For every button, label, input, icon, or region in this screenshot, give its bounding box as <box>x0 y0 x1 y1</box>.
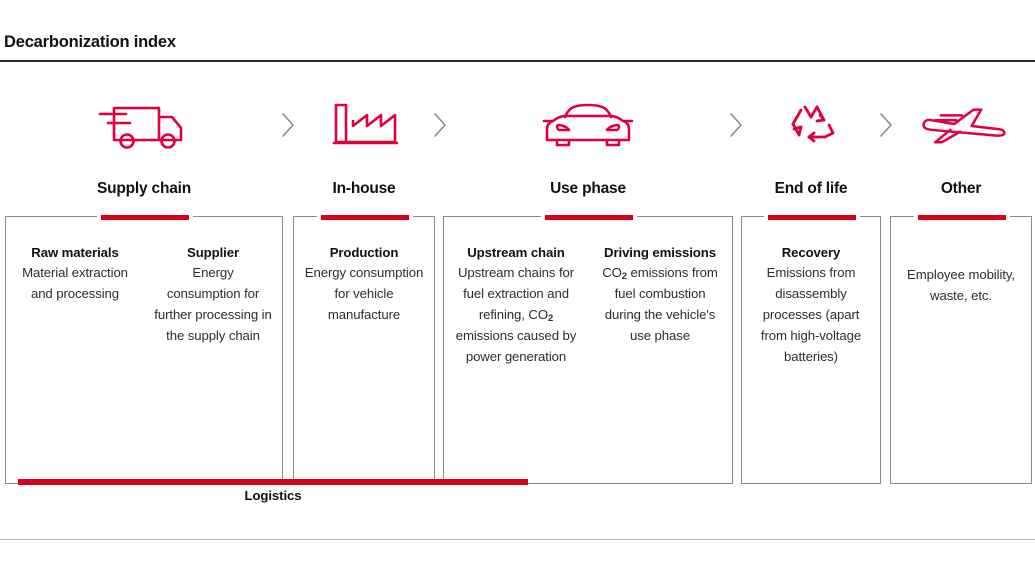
column-body: Employee mobility, waste, etc. <box>907 267 1015 303</box>
column-body: Upstream chains for fuel extraction and … <box>455 265 577 364</box>
column-title: Raw materials <box>31 245 119 260</box>
accent-bar-other <box>918 215 1006 220</box>
stage-icon-row <box>0 96 1035 156</box>
stage-column-upstream-chain: Upstream chain Upstream chains for fuel … <box>444 217 588 483</box>
stage-heading-in-house: In-house <box>332 180 396 197</box>
chevron-right-icon <box>726 110 748 140</box>
logistics-bar <box>18 479 528 485</box>
recycle-icon <box>761 96 861 154</box>
page-title: Decarbonization index <box>4 33 176 51</box>
column-title: Recovery <box>781 245 841 260</box>
chevron-right-icon <box>430 110 452 140</box>
stage-heading-end-of-life: End of life <box>774 180 848 197</box>
stage-heading-supply-chain: Supply chain <box>96 180 192 197</box>
accent-bar-in-house <box>321 215 409 220</box>
accent-bar-use-phase <box>545 215 633 220</box>
stage-column-recovery: Recovery Emissions from disassembly proc… <box>742 217 880 483</box>
column-body: Energy consumption for further processin… <box>154 265 272 344</box>
stage-column-production: Production Energy consumption for vehicl… <box>294 217 434 483</box>
header-divider <box>0 60 1035 62</box>
stage-heading-other: Other <box>940 180 982 197</box>
stage-heading-use-phase: Use phase <box>550 180 626 197</box>
accent-bar-end-of-life <box>768 215 856 220</box>
stage-column-supplier: Supplier Energy consumption for further … <box>144 217 282 483</box>
truck-icon <box>92 96 192 154</box>
page-header: Decarbonization index <box>0 0 1035 62</box>
logistics-label: Logistics <box>244 488 302 503</box>
stage-column-other: Employee mobility, waste, etc. <box>891 217 1031 483</box>
column-body: Material extraction and processing <box>22 265 128 302</box>
column-body: Emissions from disassembly processes (ap… <box>760 265 862 364</box>
column-body: CO2 emissions from fuel combustion durin… <box>602 265 718 344</box>
stage-box-end-of-life[interactable]: Recovery Emissions from disassembly proc… <box>741 215 881 484</box>
column-body: Energy consumption for vehicle manufactu… <box>304 265 424 323</box>
car-icon <box>538 96 638 154</box>
column-title: Driving emissions <box>604 245 716 260</box>
column-title: Upstream chain <box>467 245 565 260</box>
stage-column-raw-materials: Raw materials Material extraction and pr… <box>6 217 144 483</box>
column-title: Supplier <box>187 245 239 260</box>
stage-column-driving-emissions: Driving emissions CO2 emissions from fue… <box>588 217 732 483</box>
factory-icon <box>314 96 414 154</box>
chevron-right-icon <box>278 110 300 140</box>
stage-box-other[interactable]: Employee mobility, waste, etc. <box>890 215 1032 484</box>
chevron-right-icon <box>876 110 898 140</box>
airplane-icon <box>912 96 1012 154</box>
footer-divider <box>0 539 1035 540</box>
stage-box-use-phase[interactable]: Upstream chain Upstream chains for fuel … <box>443 215 733 484</box>
stage-box-supply-chain[interactable]: Raw materials Material extraction and pr… <box>5 215 283 484</box>
stage-box-in-house[interactable]: Production Energy consumption for vehicl… <box>293 215 435 484</box>
accent-bar-supply-chain <box>101 215 189 220</box>
column-title: Production <box>329 245 399 260</box>
